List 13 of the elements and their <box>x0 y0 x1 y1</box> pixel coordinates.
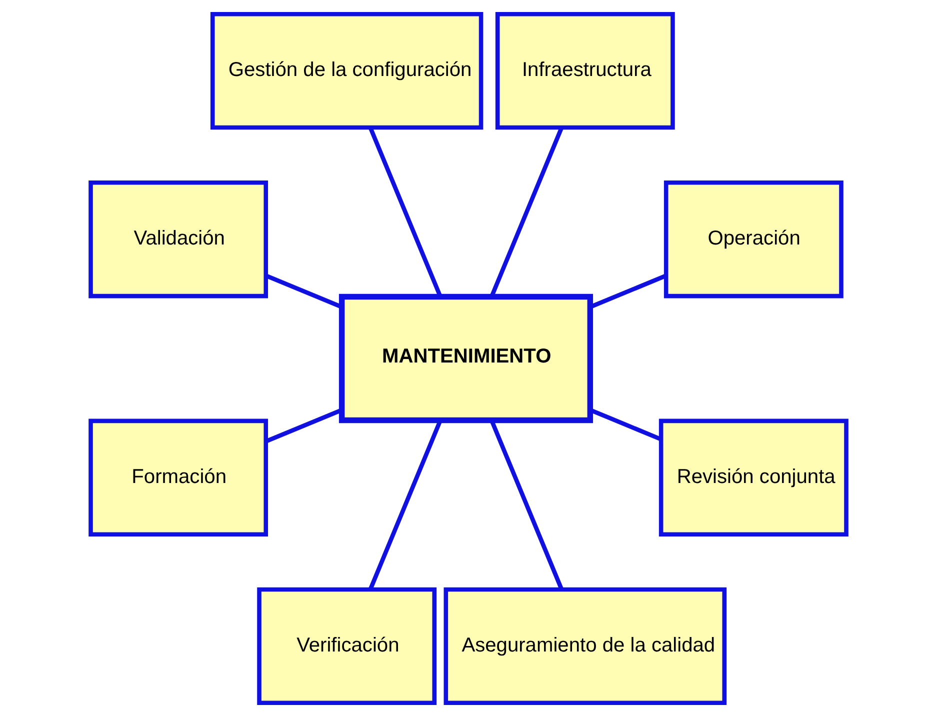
node-box: Verificación <box>257 587 437 706</box>
node-box: MANTENIMIENTO <box>338 294 594 424</box>
node-box: Formación <box>88 418 268 537</box>
connector <box>490 126 564 297</box>
node-box: Gestión de la configuración <box>210 12 484 130</box>
node-box: Validación <box>88 180 268 298</box>
node-box: Infraestructura <box>495 12 675 130</box>
connector <box>368 126 442 297</box>
node-box: Operación <box>664 180 844 298</box>
node-box: Revisión conjunta <box>658 418 848 537</box>
node-box: Aseguramiento de la calidad <box>444 587 727 706</box>
connector <box>490 420 564 590</box>
connector <box>368 420 442 590</box>
